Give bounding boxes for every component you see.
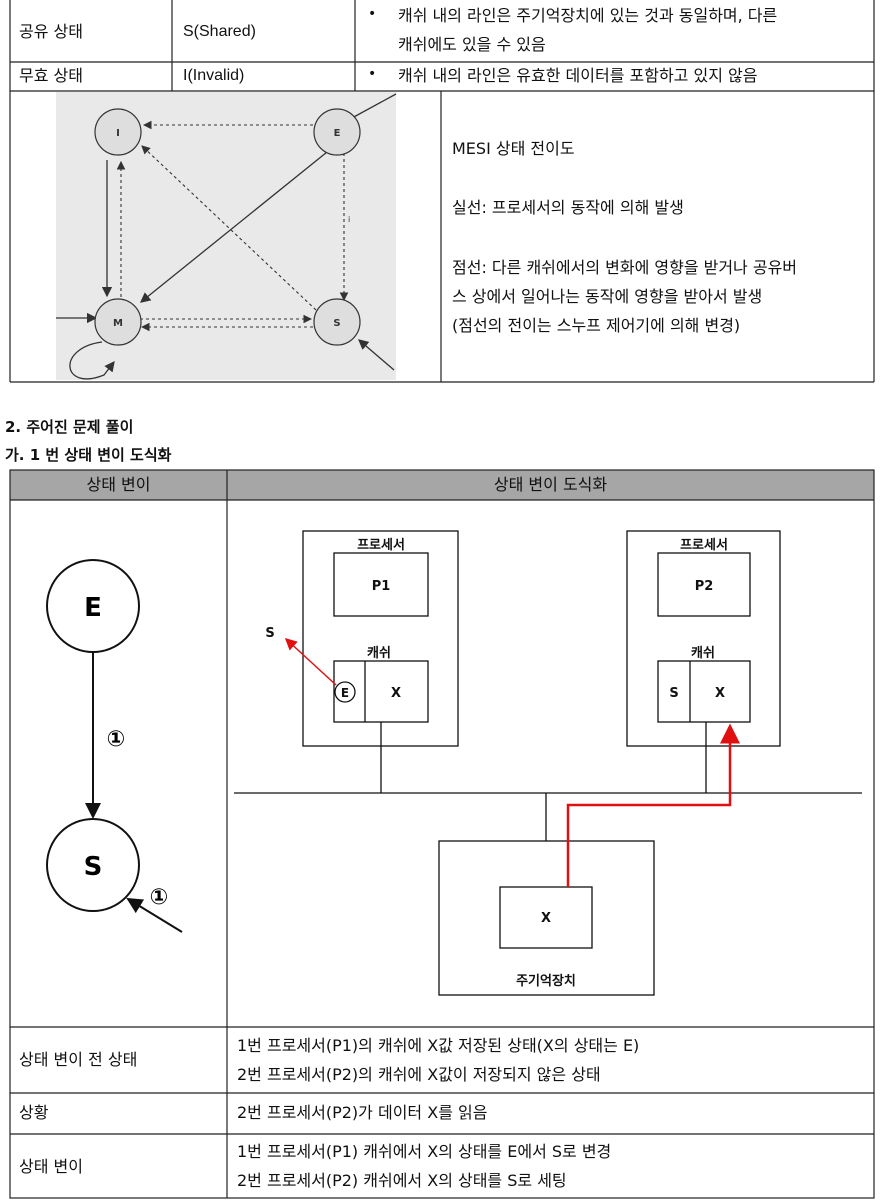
row-situation-label: 상황 — [19, 1103, 49, 1122]
transition-label: ① — [107, 727, 126, 752]
bullet: • — [368, 66, 377, 82]
system-diagram: 프로세서 P1 캐쉬 E X S 프로세서 P2 캐쉬 S X X 주기억장치 — [234, 530, 862, 996]
mesi-caption-dotted-2: 스 상에서 일어나는 동작에 영향을 받아서 발생 — [452, 287, 763, 306]
p1-cache-value: X — [391, 686, 401, 701]
mesi-diagram: I E M S i — [56, 92, 397, 380]
cache-label: 캐쉬 — [691, 646, 715, 661]
row-situation-line-1: 2번 프로세서(P2)가 데이터 X를 읽음 — [237, 1103, 488, 1122]
processor-p1-box — [302, 530, 459, 747]
p1-state-arrow-label: S — [265, 626, 274, 641]
row-transition-label: 상태 변이 — [19, 1157, 83, 1176]
p2-cache-value: X — [715, 686, 725, 701]
row-shared-desc-1: 캐쉬 내의 라인은 주기억장치에 있는 것과 동일하며, 다른 — [398, 6, 778, 25]
mesi-edge-label: i — [348, 215, 350, 224]
mesi-caption-dotted-1: 점선: 다른 캐쉬에서의 변화에 영향을 받거나 공유버 — [452, 258, 798, 277]
state-node-e: E — [84, 593, 102, 623]
row-invalid-code: I(Invalid) — [183, 67, 245, 84]
bullet: • — [368, 6, 377, 22]
processor-label: 프로세서 — [680, 538, 728, 553]
row-invalid-state: 무효 상태 — [19, 66, 83, 85]
p1-cache-state: E — [341, 686, 349, 700]
cache-label: 캐쉬 — [367, 646, 391, 661]
row-before-line-2: 2번 프로세서(P2)의 캐쉬에 X값이 저장되지 않은 상태 — [237, 1065, 601, 1084]
row-invalid-desc: 캐쉬 내의 라인은 유효한 데이터를 포함하고 있지 않음 — [398, 66, 758, 85]
section-heading: 2. 주어진 문제 풀이 — [5, 418, 134, 436]
memory-label: 주기억장치 — [516, 973, 576, 989]
state-node-s: S — [84, 852, 103, 882]
row-shared-state: 공유 상태 — [19, 22, 83, 41]
p2-cache-state: S — [669, 686, 678, 701]
processor-p2-name: P2 — [695, 579, 714, 594]
mesi-node-e: E — [334, 128, 341, 139]
mesi-caption-solid: 실선: 프로세서의 동작에 의해 발생 — [452, 198, 684, 217]
state-transition-diagram: E S ① ① — [46, 559, 183, 933]
processor-label: 프로세서 — [357, 538, 405, 553]
transition-label: ① — [150, 885, 169, 910]
row-before-label: 상태 변이 전 상태 — [19, 1050, 138, 1069]
memory-value: X — [541, 911, 551, 926]
row-transition-line-1: 1번 프로세서(P1) 캐쉬에서 X의 상태를 E에서 S로 변경 — [237, 1142, 612, 1161]
table-header-right: 상태 변이 도식화 — [493, 475, 608, 494]
top-table-grid — [9, 0, 875, 383]
mesi-caption-title: MESI 상태 전이도 — [452, 139, 575, 158]
row-transition-line-2: 2번 프로세서(P2) 캐쉬에서 X의 상태를 S로 세팅 — [237, 1171, 567, 1190]
row-shared-code: S(Shared) — [183, 23, 256, 40]
mesi-caption-dotted-3: (점선의 전이는 스누프 제어기에 의해 변경) — [452, 316, 741, 335]
processor-p2-box — [626, 530, 781, 747]
row-before-line-1: 1번 프로세서(P1)의 캐쉬에 X값 저장된 상태(X의 상태는 E) — [237, 1036, 640, 1055]
table-header-left: 상태 변이 — [86, 475, 151, 494]
mesi-node-s: S — [333, 318, 340, 329]
mesi-node-m: M — [113, 318, 123, 329]
row-shared-desc-2: 캐쉬에도 있을 수 있음 — [398, 35, 546, 54]
section-subheading: 가. 1 번 상태 변이 도식화 — [5, 446, 172, 464]
processor-p1-name: P1 — [372, 579, 391, 594]
mesi-node-i: I — [116, 128, 120, 139]
